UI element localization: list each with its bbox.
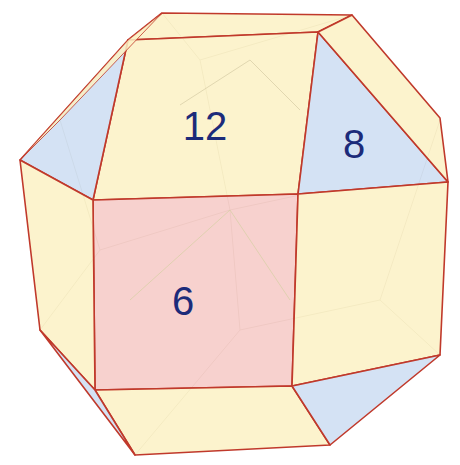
square-face [20,13,162,160]
face-count-label: 6 [172,281,194,321]
face-count-label: 12 [183,106,228,146]
square-face [20,160,95,390]
triangle-face [40,330,135,455]
square-face [318,15,448,182]
triangle-face [292,355,440,445]
faces [20,13,448,455]
square-face [292,182,448,386]
shading-lines [130,60,300,300]
square-face [93,194,298,390]
square-face [93,32,318,200]
face-count-label: 8 [343,124,365,164]
square-face [95,386,330,455]
